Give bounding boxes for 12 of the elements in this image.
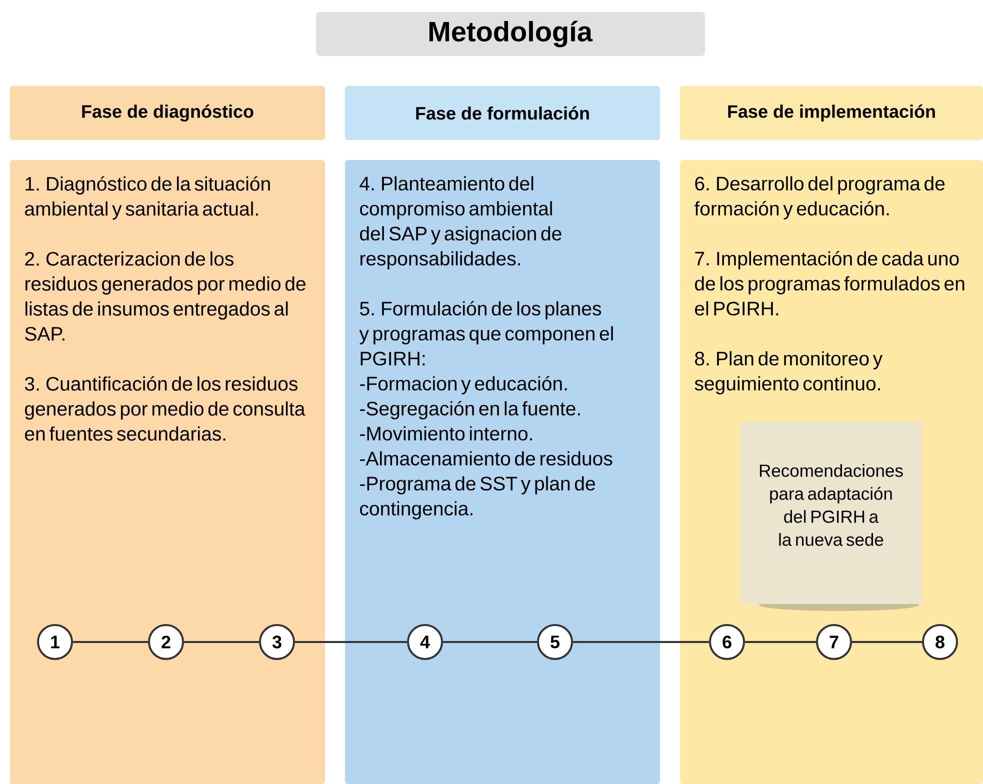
- phase-header: Fase de diagnóstico: [10, 86, 325, 140]
- phase-header: Fase de implementación: [680, 86, 983, 140]
- timeline-line: [745, 641, 816, 643]
- timeline-line: [852, 641, 922, 643]
- timeline-line: [573, 641, 709, 643]
- timeline-line: [73, 641, 148, 643]
- timeline-line: [295, 641, 407, 643]
- timeline-line: [184, 641, 259, 643]
- title-box: Metodología: [316, 12, 705, 56]
- phase-header: Fase de formulación: [345, 86, 660, 140]
- timeline-line: [443, 641, 537, 643]
- sticky-note: Recomendaciones para adaptación del PGIRH a la nueva sede: [740, 422, 922, 611]
